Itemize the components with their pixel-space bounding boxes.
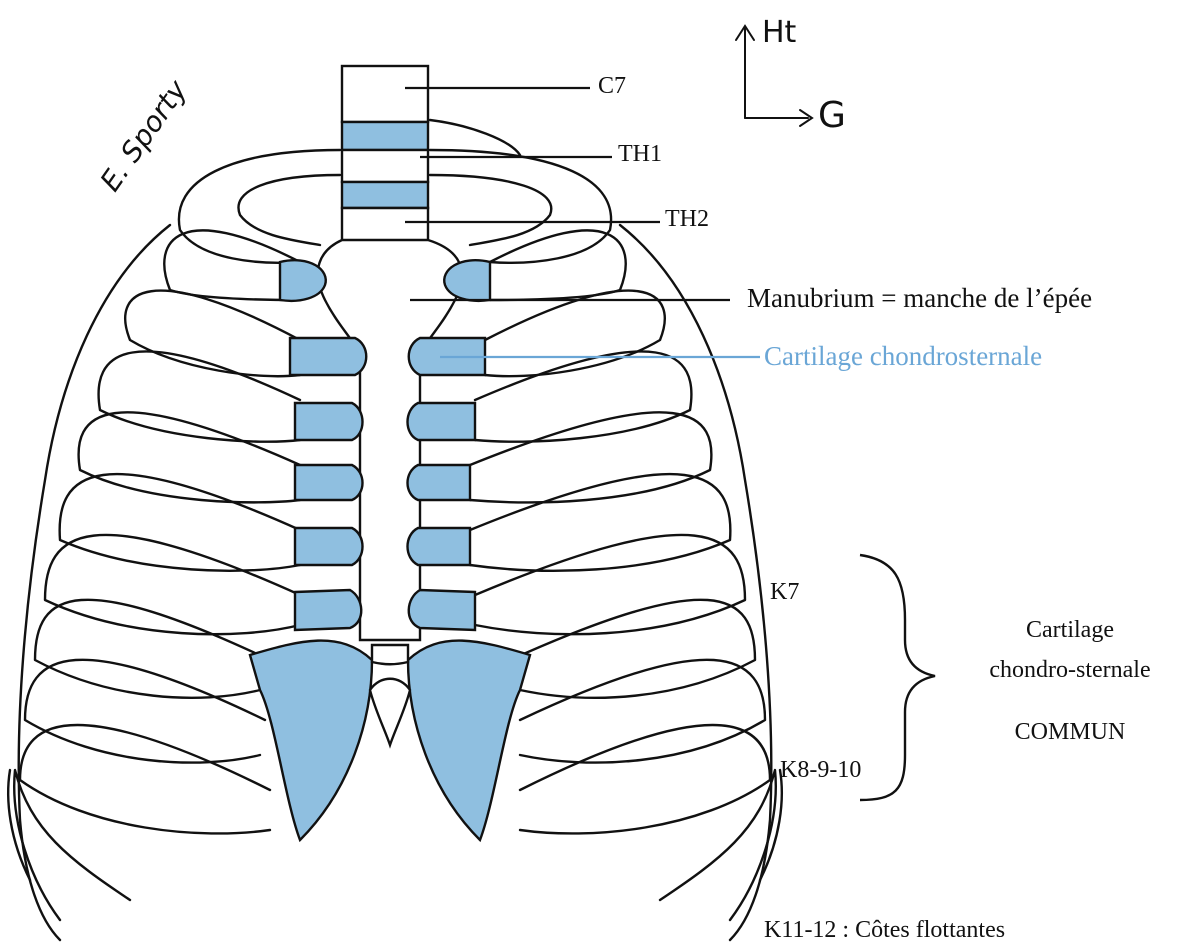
label-group-line1: Cartilage (940, 618, 1200, 642)
label-cartilage-chondrosternale: Cartilage chondrosternale (764, 343, 1042, 370)
group-brace (860, 555, 935, 800)
right-ribs (470, 225, 782, 940)
vertebral-column (342, 66, 428, 248)
orientation-up-label: Ht (762, 18, 796, 48)
label-th1: TH1 (618, 142, 662, 166)
label-k8-9-10: K8-9-10 (780, 758, 861, 782)
label-floating-ribs: K11-12 : Côtes flottantes (764, 918, 1005, 942)
orientation-left-label: G (818, 98, 846, 134)
label-manubrium: Manubrium = manche de l’épée (747, 285, 1092, 312)
label-k7: K7 (770, 580, 799, 604)
xiphoid-process (370, 645, 410, 745)
left-ribs (8, 225, 300, 940)
label-th2: TH2 (665, 207, 709, 231)
label-group-line3: COMMUN (940, 720, 1200, 744)
first-rib-left (179, 150, 340, 263)
label-group-line2: chondro-sternale (940, 658, 1200, 682)
label-c7: C7 (598, 74, 626, 98)
first-rib-right (430, 150, 611, 263)
